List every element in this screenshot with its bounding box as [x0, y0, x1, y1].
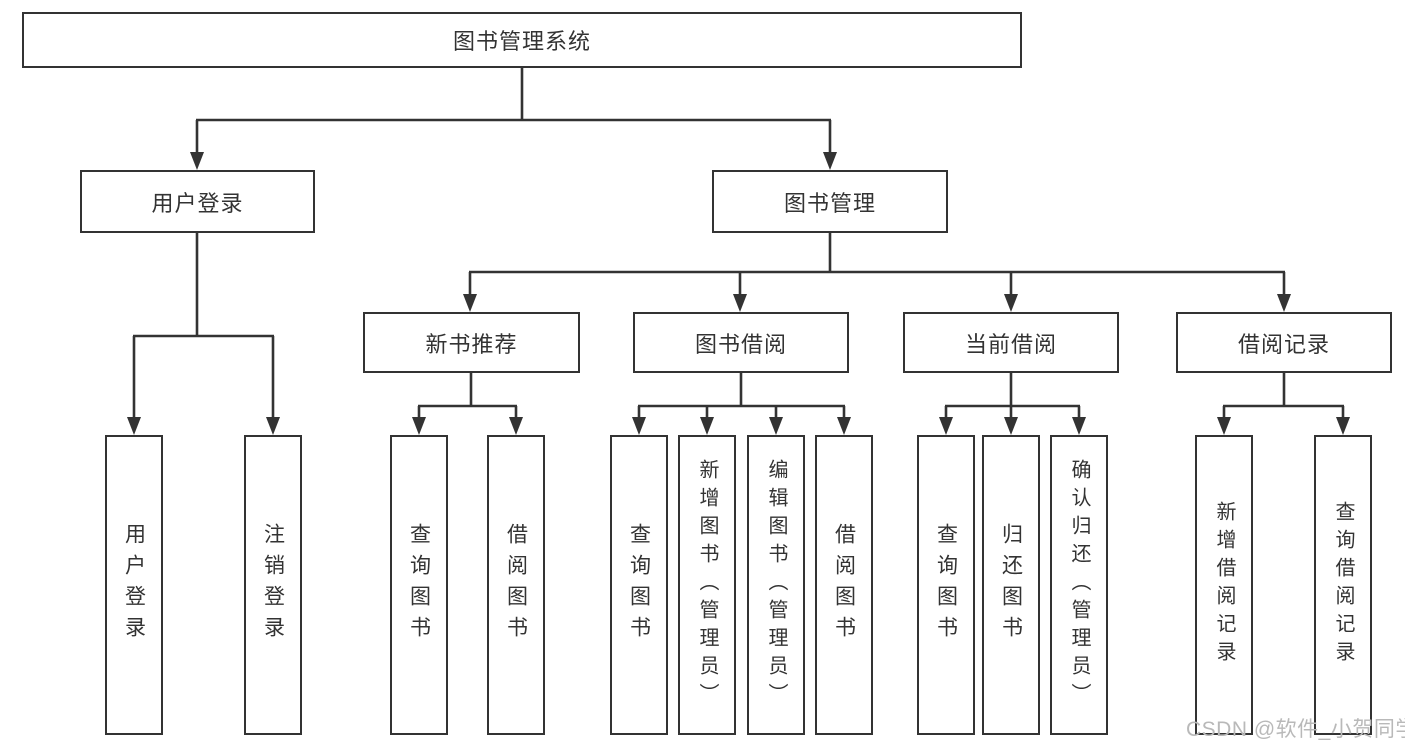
csdn-watermark: CSDN @软件_小贺同学	[1186, 718, 1405, 741]
leaf-cb-confirm-return-admin: 确认归还（管理员）	[1050, 435, 1108, 735]
node-borrow-records: 借阅记录	[1176, 312, 1392, 373]
node-book-borrow: 图书借阅	[633, 312, 849, 373]
node-user-login: 用户登录	[80, 170, 315, 233]
node-current-borrow: 当前借阅	[903, 312, 1119, 373]
leaf-bb-edit-books-admin: 编辑图书（管理员）	[747, 435, 805, 735]
leaf-bb-borrow-books: 借阅图书	[815, 435, 873, 735]
node-book-management: 图书管理	[712, 170, 948, 233]
leaf-cb-return-books: 归还图书	[982, 435, 1040, 735]
node-root: 图书管理系统	[22, 12, 1022, 68]
leaf-cb-query-books: 查询图书	[917, 435, 975, 735]
leaf-rec-borrow-books: 借阅图书	[487, 435, 545, 735]
leaf-bb-add-books-admin: 新增图书（管理员）	[678, 435, 736, 735]
node-new-book-recommend: 新书推荐	[363, 312, 580, 373]
leaf-br-query-record: 查询借阅记录	[1314, 435, 1372, 735]
leaf-user-login: 用户登录	[105, 435, 163, 735]
leaf-logout: 注销登录	[244, 435, 302, 735]
leaf-br-add-record: 新增借阅记录	[1195, 435, 1253, 735]
leaf-rec-query-books: 查询图书	[390, 435, 448, 735]
leaf-bb-query-books: 查询图书	[610, 435, 668, 735]
